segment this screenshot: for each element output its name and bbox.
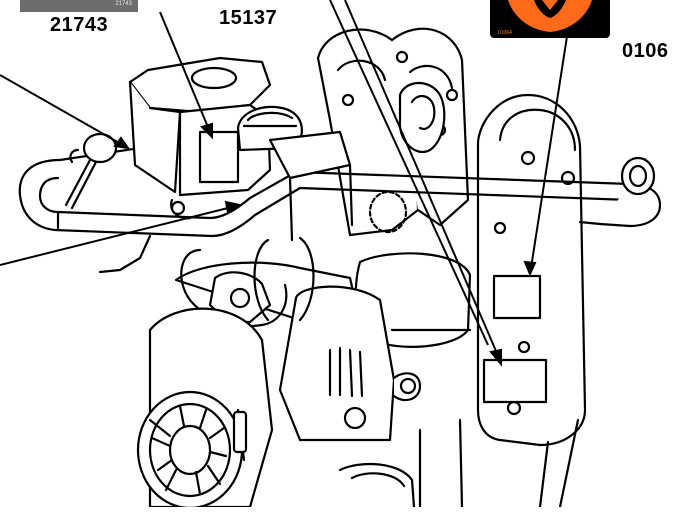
callout-15137: 15137 [219,7,278,29]
decal-0106-small-text: 01064 [498,30,512,36]
arrowhead [224,200,243,214]
decal-placeholder-lower [482,358,548,404]
decal-placeholder-right [492,274,542,320]
leader-lines [0,0,569,367]
lift-hoop [253,236,416,509]
upright-frame [316,27,470,237]
choke-lever [64,132,118,210]
leader-line-21743 [159,11,211,133]
handle-bar [18,146,662,274]
muffler-cover [278,285,396,442]
recoil-starter [136,307,274,510]
decal-21743-thumbnail: 21743 [20,0,138,12]
leader-line-left-bottom [0,205,237,266]
engine-body [174,252,472,509]
decal-0106-thumbnail: 01064 [490,0,610,38]
arrowhead [489,348,502,367]
arrowhead [523,260,537,277]
decal-placeholder-tank [198,130,240,184]
leader-line-15137-b [329,0,489,346]
callout-0106: 0106 [622,40,669,62]
arrowhead [200,122,213,140]
fuel-tank [128,56,354,242]
decal-21743-small-text: 21743 [115,1,132,7]
leader-line-15137 [344,0,500,359]
hidden-part-outline [368,190,408,234]
leader-line-0106 [530,29,569,269]
arrowhead [113,136,131,150]
callout-21743: 21743 [50,14,109,36]
decal-0106-graphic [508,0,592,32]
leader-line-left-top [0,74,129,149]
right-column [476,93,587,509]
